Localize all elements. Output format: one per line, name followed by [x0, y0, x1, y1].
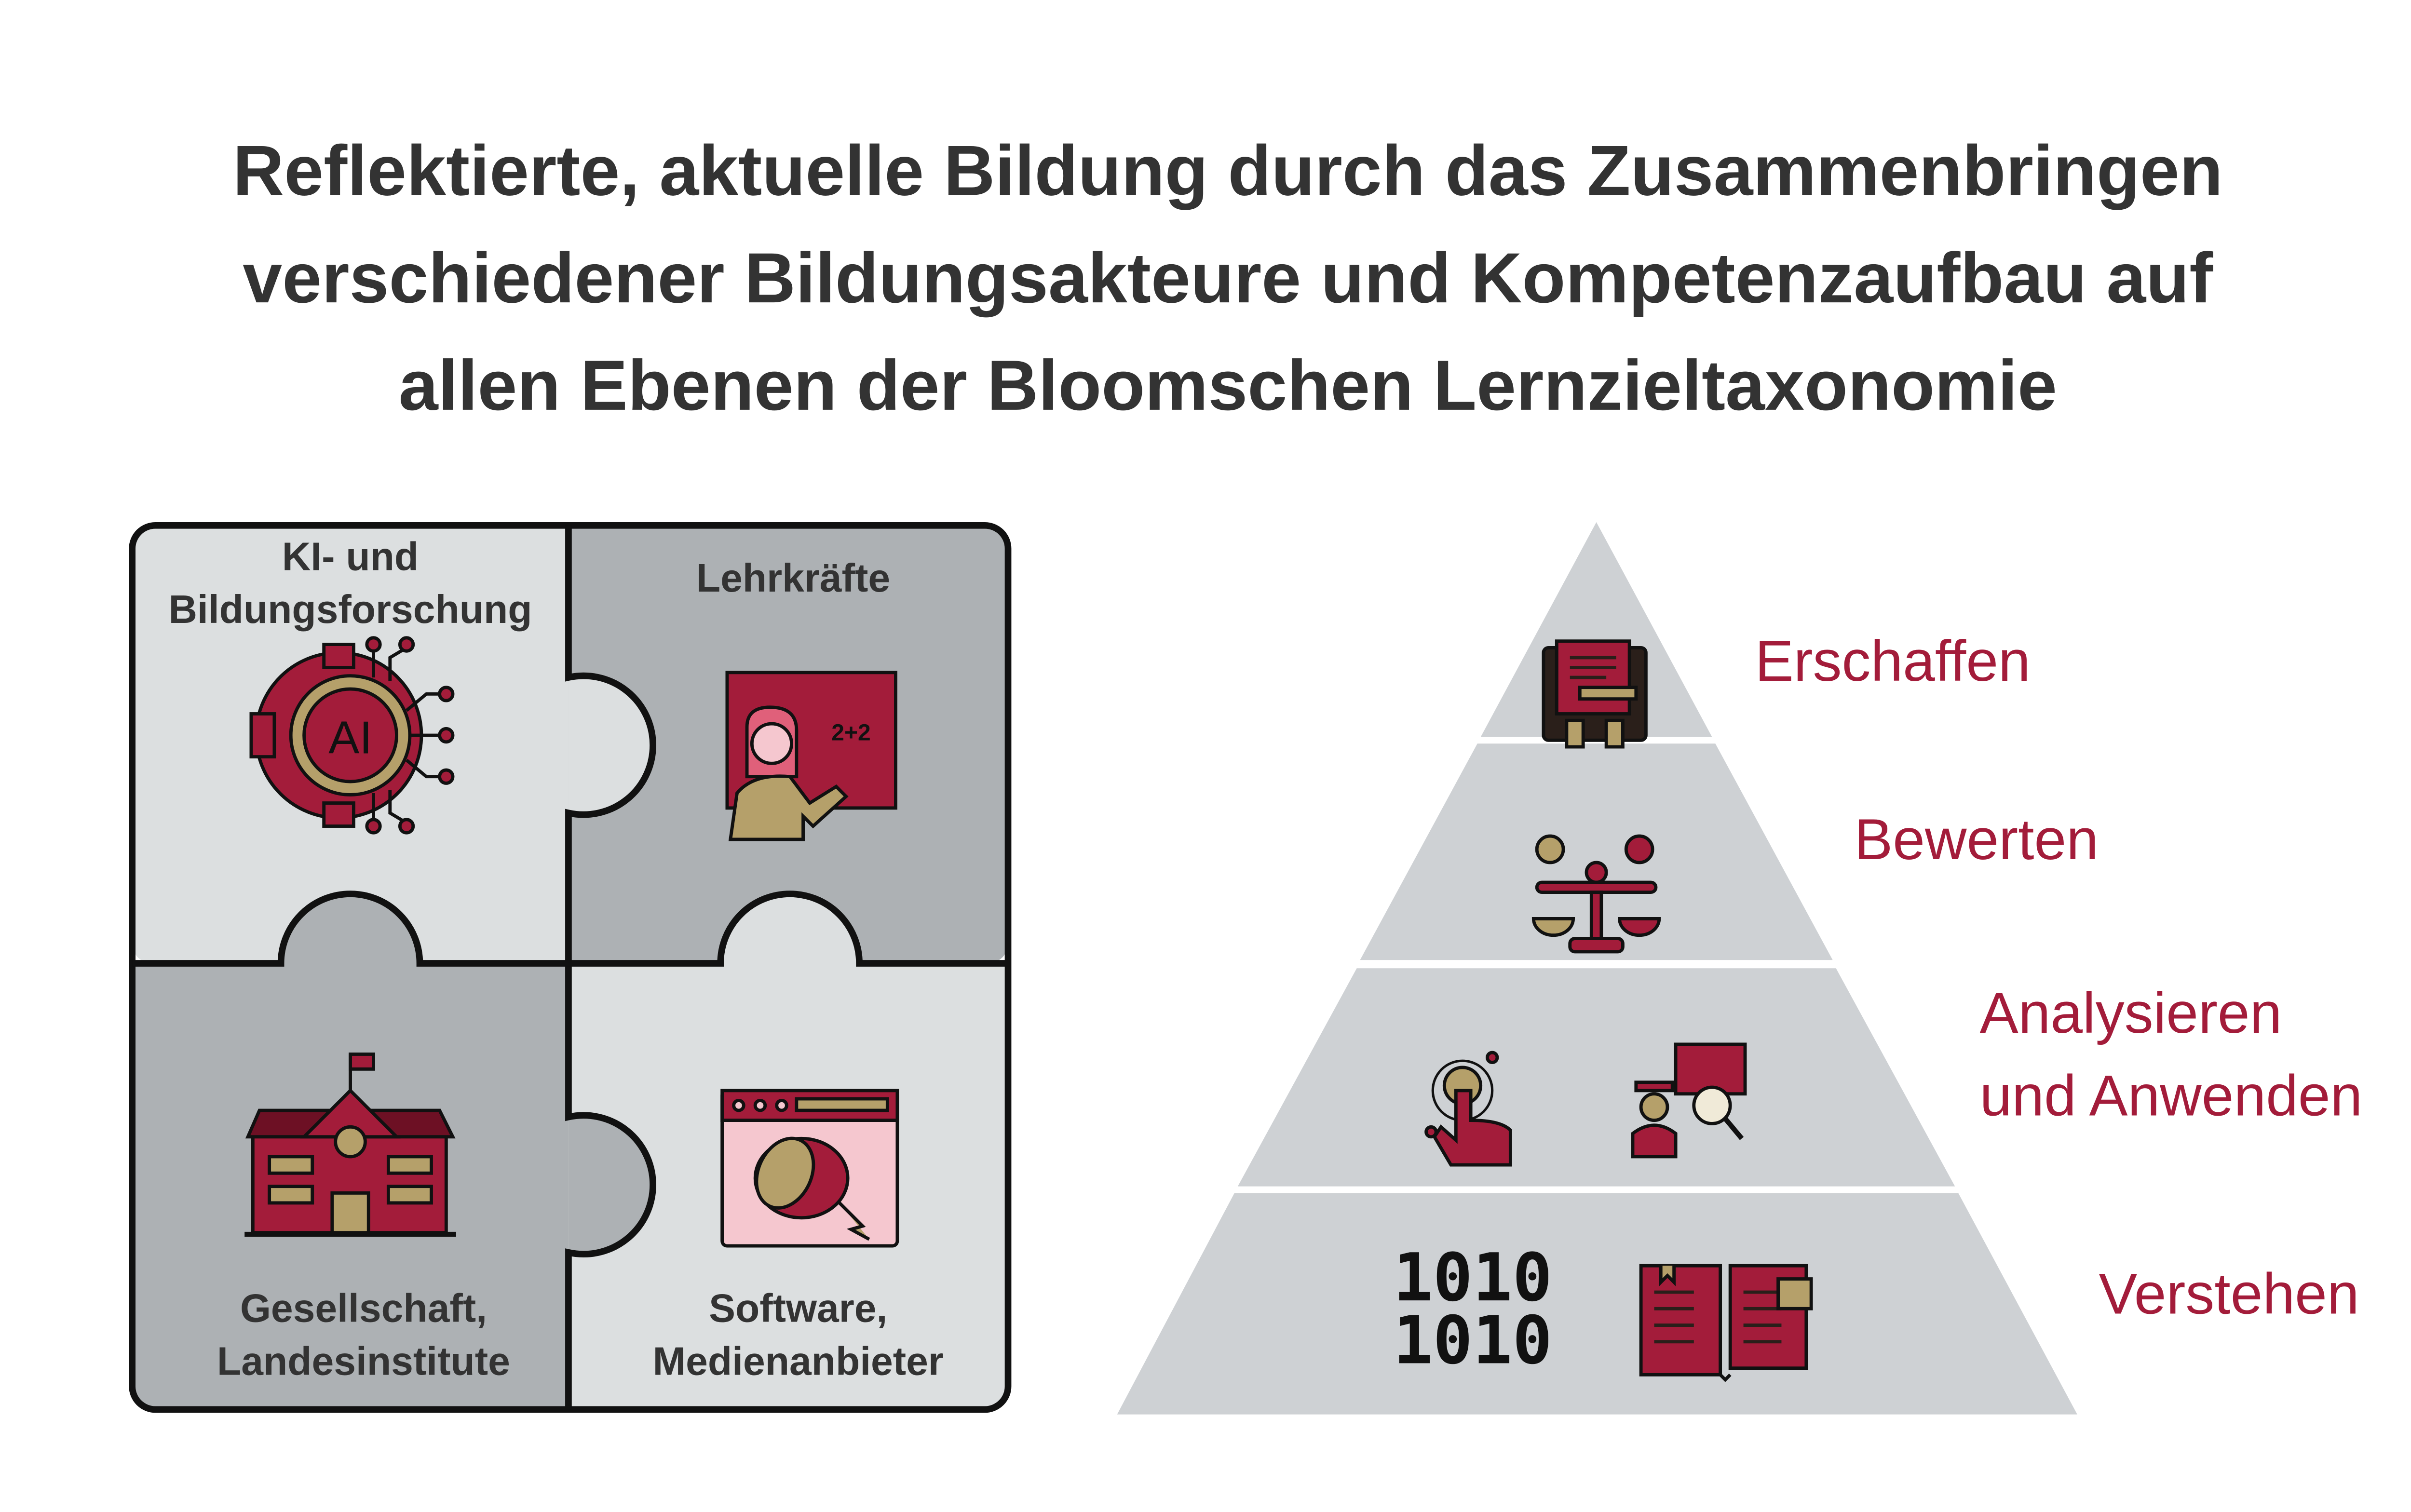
piece-label: Lehrkräfte — [696, 556, 890, 600]
piece-label: Gesellschaft, — [240, 1287, 487, 1331]
pyramid-level-verstehen — [1117, 1193, 2077, 1415]
level-label: Verstehen — [2099, 1262, 2359, 1326]
pyramid-level-erschaffen — [1480, 522, 1712, 737]
puzzle-tab — [568, 1115, 653, 1255]
svg-text:AI: AI — [328, 712, 372, 764]
teacher-icon: 2+2 — [725, 671, 897, 841]
binary-text: 1010 — [1393, 1240, 1552, 1316]
school-building-icon — [244, 1053, 456, 1237]
board-text: 2+2 — [831, 720, 870, 745]
title-line: allen Ebenen der Bloomschen Lernzieltaxo… — [398, 347, 2057, 427]
level-label: Analysieren — [1980, 981, 2282, 1045]
binary-text: 1010 — [1393, 1302, 1552, 1379]
piece-label: Software, — [709, 1287, 887, 1331]
piece-label: Bildungsforschung — [169, 588, 532, 632]
pyramid-level-analysieren — [1237, 968, 1955, 1187]
piece-label: KI- und — [282, 535, 419, 579]
level-label: und Anwenden — [1980, 1063, 2363, 1128]
pyramid — [1117, 522, 2077, 1415]
puzzle-tab — [720, 894, 860, 963]
browser-kiwi-icon — [720, 1089, 899, 1248]
pyramid-level-bewerten — [1360, 743, 1833, 960]
ai-gear-icon: AI — [249, 636, 455, 835]
graduate-analysis-icon — [1631, 1042, 1747, 1159]
touch-icon — [1424, 1051, 1512, 1167]
puzzle-tab — [281, 894, 420, 963]
level-label: Bewerten — [1854, 807, 2099, 872]
piece-label: Landesinstitute — [217, 1339, 510, 1383]
title-line: Reflektierte, aktuelle Bildung durch das… — [232, 132, 2223, 212]
puzzle-tab — [568, 675, 653, 815]
piece-label: Medienanbieter — [653, 1339, 944, 1383]
laptop-document-icon — [1542, 639, 1648, 749]
open-book-icon — [1639, 1264, 1813, 1382]
scale-icon — [1531, 834, 1661, 954]
title-line: verschiedener Bildungsakteure und Kompet… — [243, 239, 2213, 319]
page-title: Reflektierte, aktuelle Bildung durch das… — [0, 119, 2411, 441]
puzzle — [129, 522, 1012, 1413]
level-label: Erschaffen — [1755, 629, 2031, 693]
